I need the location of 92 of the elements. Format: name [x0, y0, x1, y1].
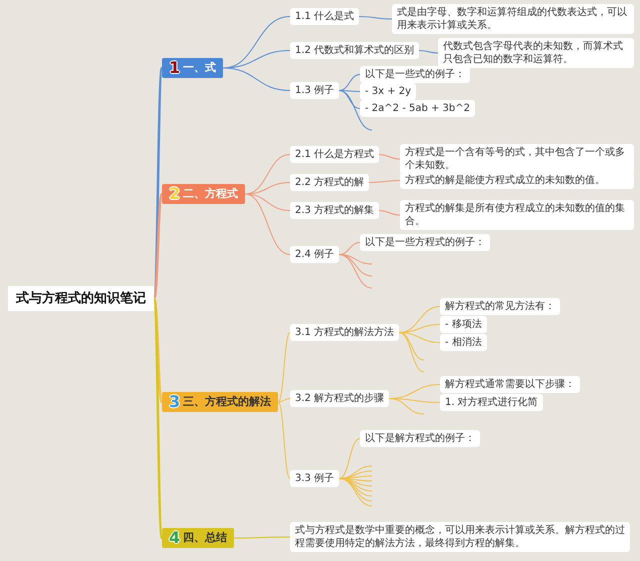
topic-box — [290, 522, 630, 552]
topic-box — [440, 334, 487, 351]
topic-text: 3.1 方程式的解法方法 — [295, 326, 394, 339]
topic-title: 四、总结 — [183, 530, 228, 546]
topic-number: 4 — [169, 530, 180, 546]
branch-line — [338, 242, 360, 255]
topic-text: - 2a^2 - 5ab + 3b^2 — [365, 102, 470, 115]
branch-line — [278, 398, 290, 402]
topic-text: 1. 对方程式进行化简 — [445, 396, 538, 409]
topic-box — [440, 376, 580, 393]
topic-box — [400, 144, 634, 174]
topic-box — [290, 246, 340, 263]
branch-line — [152, 68, 164, 299]
topic-text: 2.4 例子 — [295, 248, 334, 261]
topic-title: 二、方程式 — [183, 186, 238, 202]
branch-line — [278, 332, 290, 402]
topic-box — [392, 4, 634, 34]
topic-box — [290, 8, 360, 25]
topic-box — [440, 298, 560, 315]
open-branch-line — [338, 90, 372, 130]
branch-line — [378, 210, 400, 216]
topic-title: 一、式 — [183, 60, 216, 76]
topic-text: 方程式的解集是所有使方程成立的未知数的值的集合。 — [405, 202, 626, 228]
topic-text: 方程式是一个含有等号的式，其中包含了一个或多个未知数。 — [405, 146, 626, 172]
topic-number: 2 — [169, 186, 180, 202]
branch-line — [222, 68, 290, 91]
topic-box — [290, 42, 420, 59]
topic-text: 3.2 解方程式的步骤 — [295, 392, 384, 405]
topic-text: 方程式的解是能使方程式成立的未知数的值。 — [405, 174, 606, 187]
branch-line — [378, 154, 400, 160]
topic-number: 1 — [169, 60, 180, 76]
branch-topic-box — [162, 392, 278, 412]
open-branch-line — [338, 254, 372, 276]
topic-box — [360, 430, 480, 447]
topic-text: - 相消法 — [445, 336, 482, 349]
topic-text: 1.2 代数式和算术式的区别 — [295, 44, 414, 57]
topic-box — [360, 100, 476, 117]
topic-text: 式是由字母、数字和运算符组成的代数表达式，可以用来表示计算或关系。 — [397, 6, 628, 32]
topic-text: 解方程式的常见方法有： — [445, 300, 555, 313]
topic-text: 以下是一些式的例子： — [365, 68, 465, 81]
topic-text: 1.1 什么是式 — [295, 10, 354, 23]
branch-line — [368, 180, 400, 183]
branch-line — [338, 74, 360, 91]
central-topic-box — [8, 286, 154, 311]
topic-text: 以下是一些方程式的例子： — [365, 236, 485, 249]
topic-number: 3 — [169, 394, 180, 410]
topic-text: 代数式包含字母代表的未知数，而算术式只包含已知的数字和运算符。 — [443, 40, 624, 66]
branch-line — [244, 194, 290, 255]
branch-line — [358, 16, 392, 20]
branch-line — [278, 402, 290, 479]
open-branch-line — [398, 332, 424, 360]
branch-line — [234, 536, 290, 538]
topic-box — [400, 200, 634, 230]
open-branch-line — [388, 398, 424, 414]
topic-box — [360, 234, 490, 251]
topic-text: - 3x + 2y — [365, 85, 412, 98]
central-topic-text: 式与方程式的知识笔记 — [16, 290, 146, 307]
topic-text: - 移项法 — [445, 318, 482, 331]
topic-box — [440, 394, 543, 411]
branch-line — [152, 298, 164, 538]
topic-title: 三、方程式的解法 — [183, 394, 272, 410]
topic-text: 1.3 例子 — [295, 84, 334, 97]
branch-line — [418, 50, 438, 54]
topic-box — [290, 202, 380, 219]
open-branch-line — [338, 254, 372, 288]
topic-text: 式与方程式是数学中重要的概念，可以用来表示计算或关系。解方程式的过程需要使用特定的解法方法，最终得到方程的解集。 — [295, 524, 625, 550]
topic-box — [290, 324, 400, 341]
topic-text: 2.1 什么是方程式 — [295, 148, 374, 161]
topic-box — [290, 390, 390, 407]
open-branch-line — [338, 478, 372, 502]
branch-topic-box — [162, 58, 224, 78]
branch-line — [244, 194, 290, 211]
topic-box — [290, 146, 380, 163]
open-branch-line — [338, 478, 372, 506]
topic-text: 2.3 方程式的解集 — [295, 204, 374, 217]
branch-line — [152, 298, 164, 403]
topic-box — [440, 316, 487, 333]
topic-text: 以下是解方程式的例子： — [365, 432, 475, 445]
branch-line — [152, 193, 164, 300]
branch-topic-box — [162, 528, 234, 548]
topic-box — [290, 174, 370, 191]
topic-text: 解方程式通常需要以下步骤： — [445, 378, 575, 391]
topic-box — [360, 66, 470, 83]
topic-box — [290, 82, 340, 99]
open-branch-line — [398, 332, 424, 372]
topic-box — [438, 38, 634, 68]
branch-topic-box — [162, 184, 246, 204]
topic-box — [400, 172, 634, 189]
topic-text: 2.2 方程式的解 — [295, 176, 364, 189]
branch-line — [338, 438, 360, 479]
topic-box — [290, 470, 340, 487]
topic-text: 3.3 例子 — [295, 472, 334, 485]
